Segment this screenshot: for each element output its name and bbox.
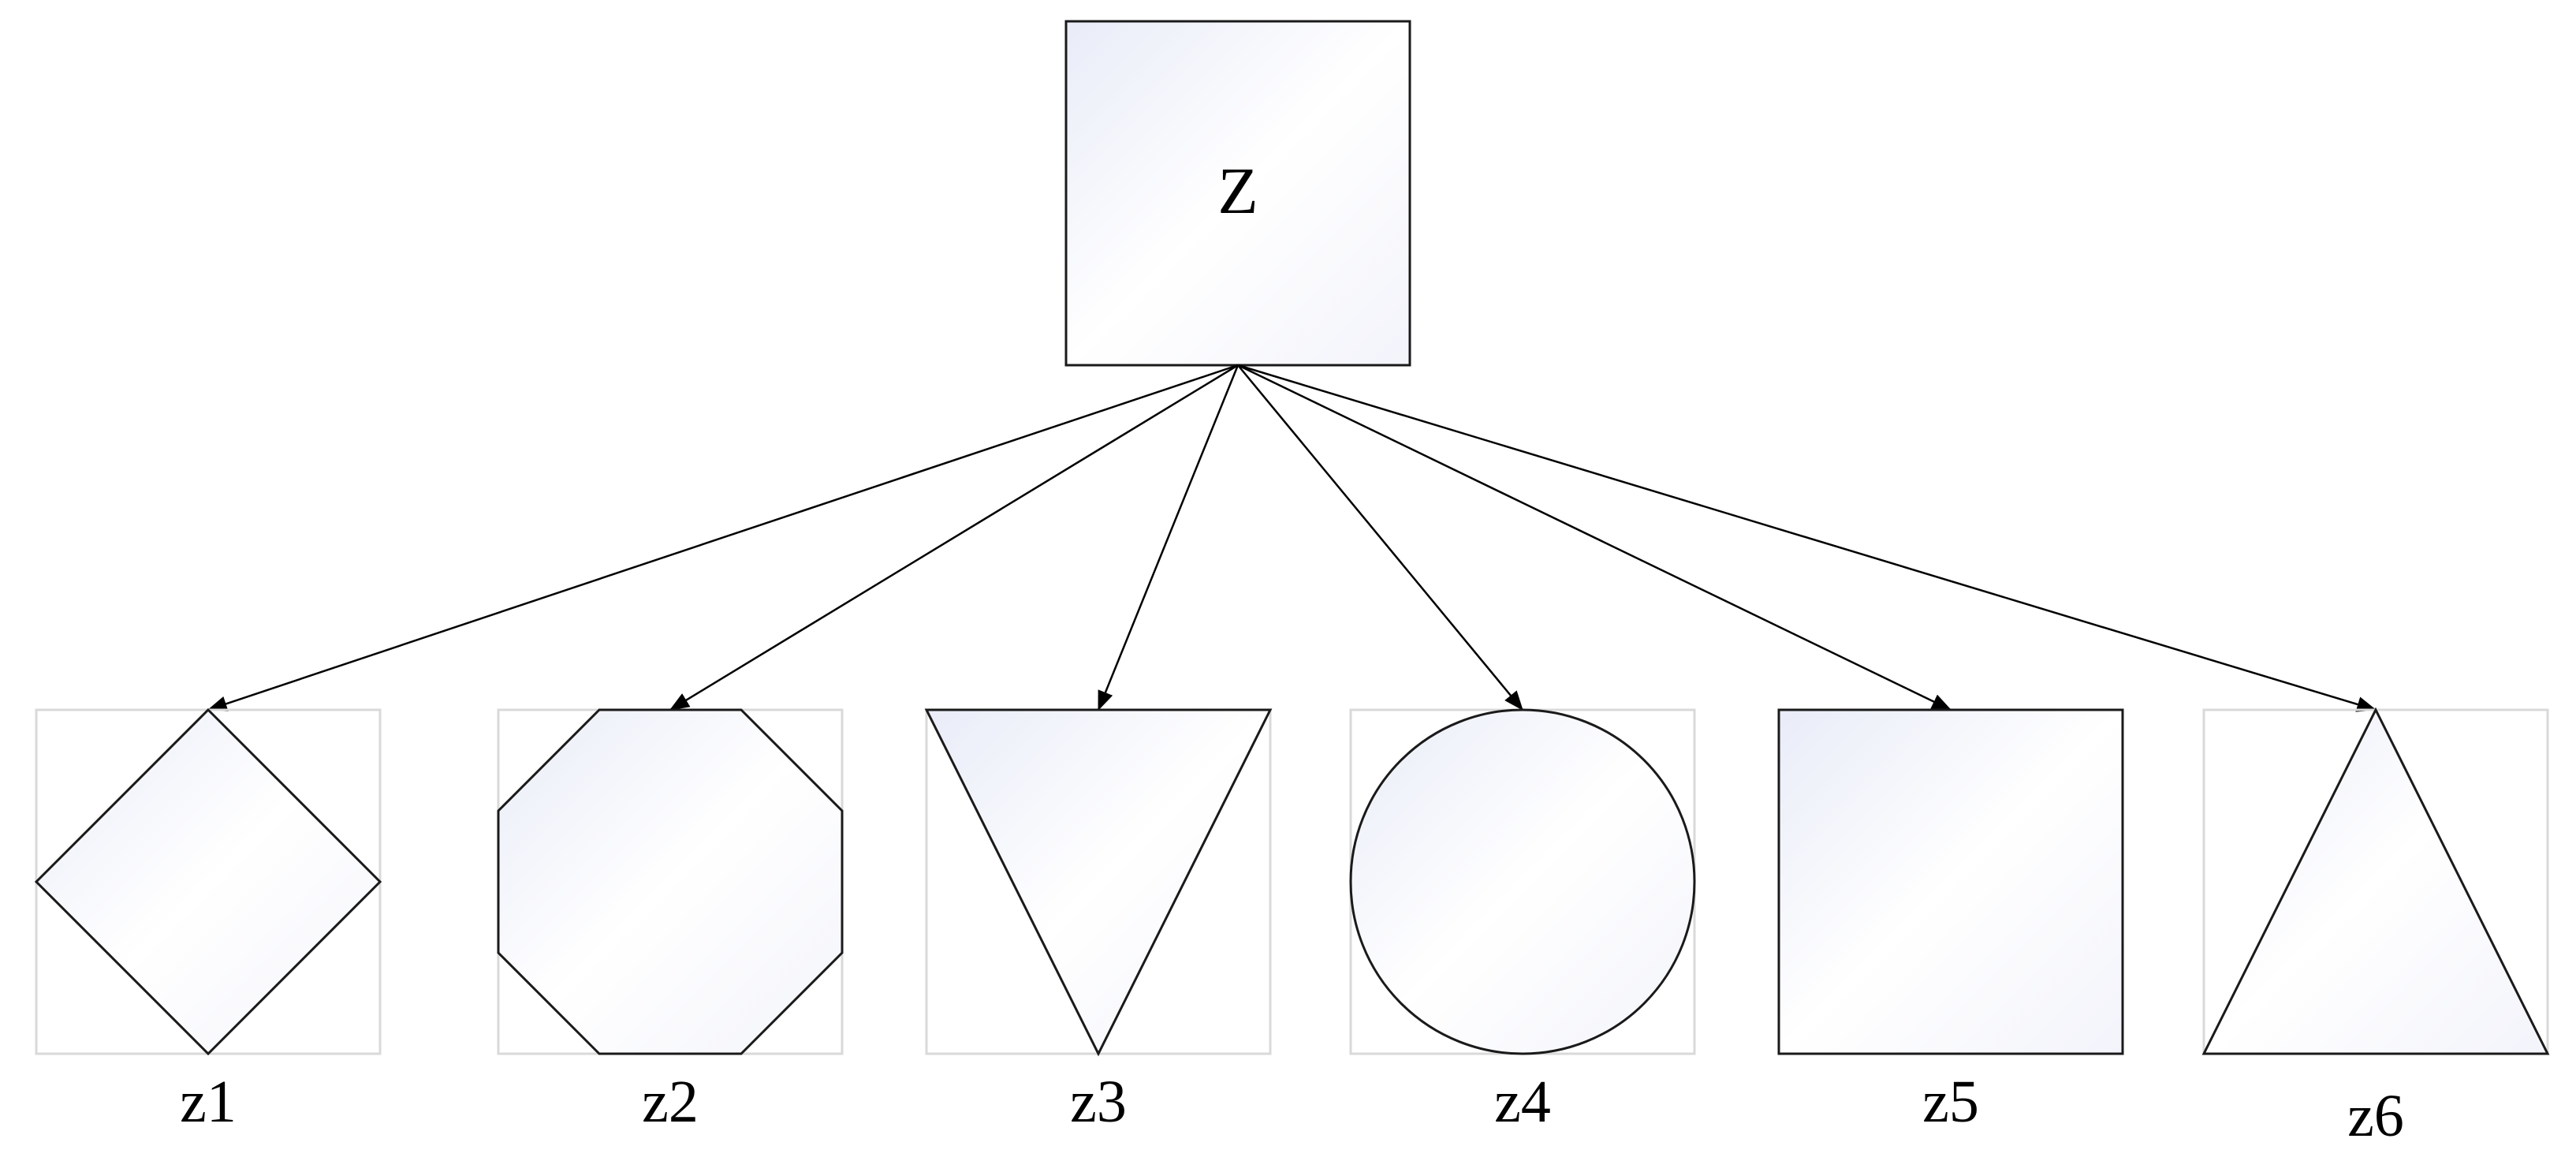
z2-label: z2 bbox=[642, 1069, 699, 1135]
z4-label: z4 bbox=[1494, 1069, 1551, 1135]
child-node-z6: z6 bbox=[2201, 707, 2550, 1149]
arrow-to-z3 bbox=[1097, 364, 1240, 711]
z3-label: z3 bbox=[1070, 1069, 1127, 1135]
arrow-to-z2 bbox=[669, 364, 1239, 711]
diamond-shape bbox=[34, 707, 382, 1056]
arrow-to-z4 bbox=[1237, 364, 1523, 711]
root-node: Z bbox=[1064, 20, 1411, 367]
z1-label: z1 bbox=[180, 1069, 237, 1135]
z5-label: z5 bbox=[1922, 1069, 1979, 1135]
arrow-to-z1 bbox=[207, 364, 1239, 711]
arrow-to-z6 bbox=[1237, 364, 2377, 712]
octagon-shape bbox=[497, 708, 844, 1055]
child-node-z1: z1 bbox=[34, 707, 382, 1135]
arrow-to-z5 bbox=[1237, 364, 1952, 711]
child-node-z2: z2 bbox=[497, 708, 844, 1135]
inverted-triangle-shape bbox=[924, 708, 1273, 1057]
connectors bbox=[207, 364, 2377, 712]
z6-label: z6 bbox=[2347, 1083, 2404, 1149]
circle-shape bbox=[1349, 708, 1696, 1055]
triangle-shape bbox=[2201, 707, 2550, 1055]
root-label: Z bbox=[1217, 155, 1258, 228]
root-square bbox=[1064, 20, 1411, 367]
child-node-z5: z5 bbox=[1777, 708, 2124, 1135]
square-shape bbox=[1777, 708, 2124, 1055]
child-node-z4: z4 bbox=[1349, 708, 1696, 1135]
child-node-z3: z3 bbox=[924, 708, 1273, 1135]
